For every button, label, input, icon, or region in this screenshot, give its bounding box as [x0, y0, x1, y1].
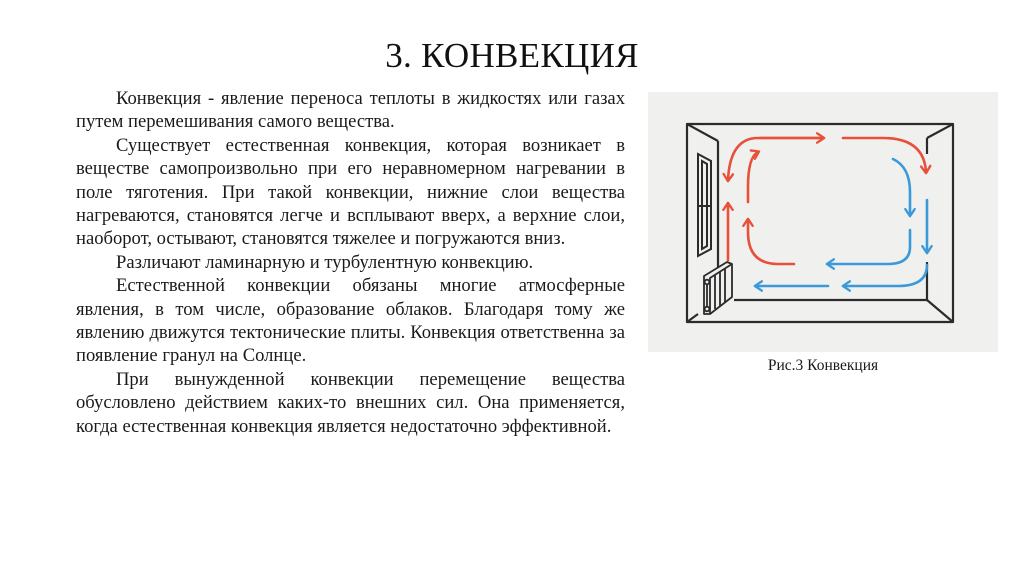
figure-caption: Рис.3 Конвекция: [767, 357, 879, 374]
paragraph-forced-convection: При вынужденной конвекции перемещение ве…: [76, 368, 625, 437]
warm-air-arrows: [722, 132, 932, 266]
slide-title: 3. КОНВЕКЦИЯ: [385, 36, 639, 75]
paragraph-types: Различают ламинарную и турбулентную конв…: [116, 251, 534, 273]
paragraph-natural-convection: Существует естественная конвекция, котор…: [76, 134, 625, 250]
radiator-icon: [703, 261, 733, 315]
convection-figure: [648, 92, 998, 352]
room-outline: [685, 122, 955, 324]
cool-air-arrows: [753, 157, 933, 292]
body-text: Конвекция - явление переноса теплоты в ж…: [76, 87, 625, 438]
paragraph-phenomena: Естественной конвекции обязаны многие ат…: [76, 275, 625, 367]
paragraph-definition: Конвекция - явление переноса теплоты в ж…: [76, 88, 625, 133]
window-icon: [697, 152, 712, 258]
convection-diagram: [685, 122, 955, 324]
